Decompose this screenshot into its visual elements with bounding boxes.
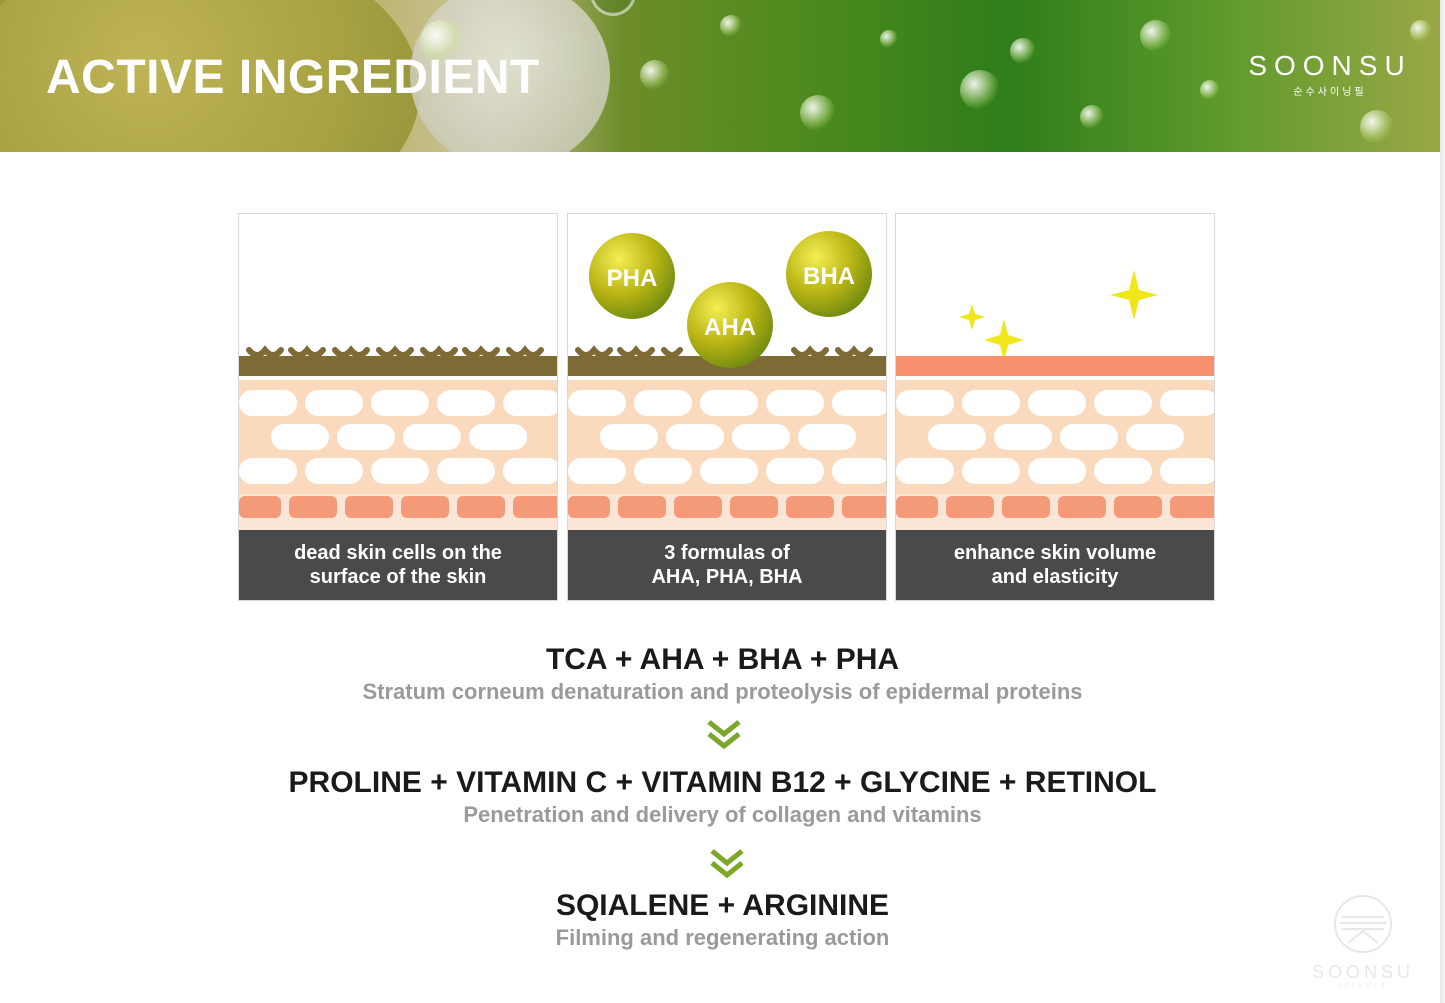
dead-skin-cells [246, 345, 544, 358]
pha-badge: PHA [589, 233, 675, 319]
svg-text:BHA: BHA [803, 263, 855, 290]
watermark-logo: SOONSU SCIENCE [1300, 893, 1426, 993]
skin-layers-illustration [239, 345, 557, 530]
caption-line: AHA, PHA, BHA [651, 566, 803, 588]
epidermis-cells [896, 390, 1214, 484]
skin-layers-illustration: PHA BHA AHA [568, 231, 886, 530]
droplet [1360, 110, 1394, 144]
watermark-name: SOONSU [1311, 962, 1414, 982]
brand-name: SOONSU [1248, 50, 1412, 81]
droplet [720, 15, 742, 37]
skin-layers-illustration [896, 270, 1214, 530]
basal-layer [896, 494, 1214, 530]
basal-cells [896, 496, 1214, 518]
droplet [1010, 38, 1036, 64]
basal-cells [239, 496, 557, 518]
oil-bubble [590, 0, 636, 16]
formula-step-2: PROLINE + VITAMIN C + VITAMIN B12 + GLYC… [0, 766, 1445, 828]
droplet [1200, 80, 1220, 100]
aha-badge: AHA [687, 282, 773, 368]
dead-cell-layer [239, 356, 557, 376]
formula-ingredients: PROLINE + VITAMIN C + VITAMIN B12 + GLYC… [288, 766, 1157, 799]
sparkle-icon [959, 270, 1158, 361]
svg-text:AHA: AHA [704, 314, 756, 341]
oil-bubble [0, 0, 420, 152]
watermark-subtitle: SCIENCE [1336, 983, 1390, 990]
droplet [640, 60, 670, 90]
svg-text:PHA: PHA [607, 265, 658, 292]
droplet [420, 20, 464, 64]
basal-layer [568, 494, 886, 530]
formula-step-1: TCA + AHA + BHA + PHA Stratum corneum de… [0, 643, 1445, 705]
formula-ingredients: SQIALENE + ARGININE [555, 889, 890, 922]
page-title: ACTIVE INGREDIENT [46, 51, 540, 104]
droplet [800, 95, 836, 131]
renewed-surface-layer [896, 356, 1214, 376]
page-edge-shadow [1440, 0, 1445, 1003]
caption-line: 3 formulas of [664, 542, 790, 564]
droplet [960, 70, 1000, 110]
basal-cells [568, 496, 886, 518]
droplet [1140, 20, 1172, 52]
epidermis-cells [239, 390, 557, 484]
formula-description: Stratum corneum denaturation and proteol… [362, 679, 1083, 704]
formula-ingredients: TCA + AHA + BHA + PHA [545, 643, 900, 676]
bha-badge: BHA [786, 231, 872, 317]
epidermis-cells [568, 390, 886, 484]
formula-step-3: SQIALENE + ARGININE Filming and regenera… [0, 889, 1445, 951]
formula-description: Filming and regenerating action [555, 925, 890, 950]
brand-logo: SOONSU 순수사이닝필 [1244, 50, 1416, 98]
header-banner: ACTIVE INGREDIENT SOONSU 순수사이닝필 [0, 0, 1441, 152]
brand-subtitle: 순수사이닝필 [1293, 87, 1367, 98]
dead-skin-cells [575, 345, 873, 358]
basal-layer [239, 494, 557, 530]
droplet [880, 30, 898, 48]
formula-description: Penetration and delivery of collagen and… [463, 802, 982, 827]
caption-line: and elasticity [991, 566, 1119, 588]
caption-line: enhance skin volume [953, 542, 1157, 564]
droplet [1410, 20, 1432, 42]
droplet [1080, 105, 1104, 129]
chevron-down-icon [710, 849, 744, 879]
caption-line: surface of the skin [309, 566, 487, 588]
caption-line: dead skin cells on the [294, 542, 502, 564]
brand-emblem-icon [1334, 895, 1392, 953]
chevron-down-icon [707, 720, 741, 750]
